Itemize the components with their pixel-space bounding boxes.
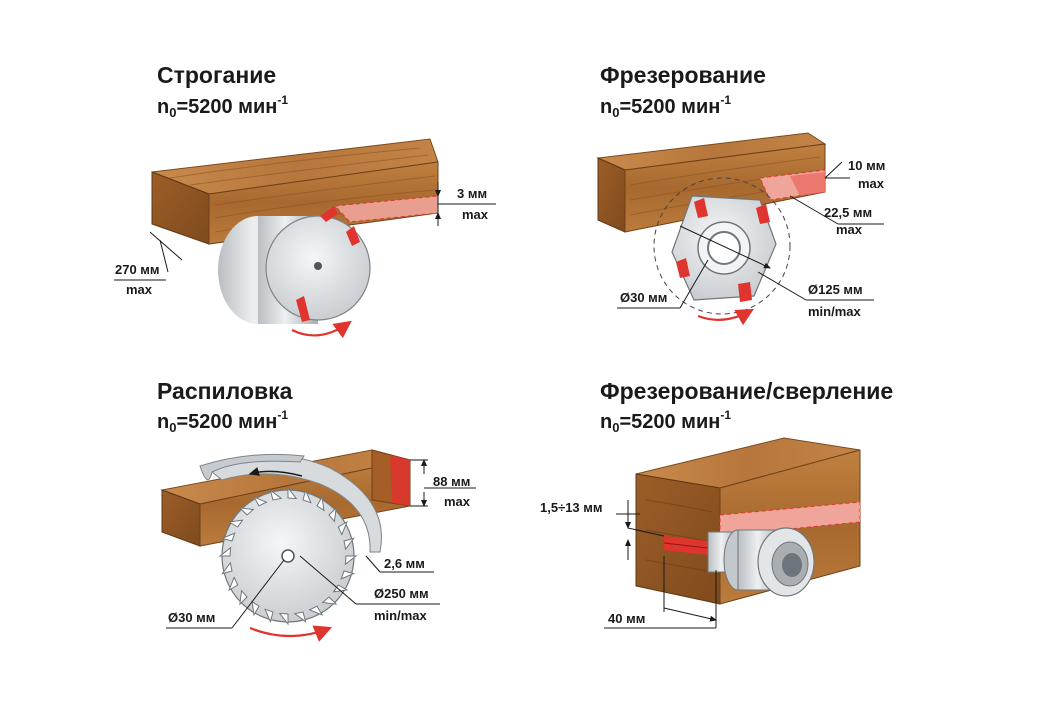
saw-tooth — [278, 612, 289, 626]
planing-depth-max: max — [462, 207, 489, 222]
sawing-diameter-range: min/max — [374, 608, 428, 623]
planing-width-max: max — [126, 282, 153, 297]
planing-width-label: 270 мм — [115, 262, 160, 277]
saw-tooth — [343, 537, 355, 551]
saw-tooth — [337, 520, 348, 536]
milling-speed: n0=5200 мин-1 — [600, 93, 732, 120]
saw-tooth — [221, 561, 233, 575]
saw-tooth — [308, 605, 324, 616]
saw-tooth — [220, 532, 236, 542]
milling-height-label: 22,5 мм — [824, 205, 872, 220]
milling-diameter-range: min/max — [808, 304, 862, 319]
saw-tooth — [251, 600, 260, 617]
sawing-kerf-label: 2,6 мм — [384, 556, 425, 571]
saw-tooth — [293, 611, 307, 623]
saw-tooth — [227, 519, 244, 528]
saw-tooth — [252, 496, 268, 507]
planing-illustration — [114, 138, 496, 339]
saw-tooth — [344, 555, 358, 566]
sawing-diameter-label: Ø250 мм — [374, 586, 429, 601]
milling-depth-label: 10 мм — [848, 158, 885, 173]
saw-tooth — [316, 495, 325, 512]
saw-tooth — [228, 576, 239, 592]
sawing-bore-label: Ø30 мм — [168, 610, 215, 625]
saw-tooth — [328, 506, 337, 523]
saw-tooth — [218, 546, 232, 557]
milling-height-max: max — [836, 222, 863, 237]
saw-tooth — [340, 570, 356, 580]
sawing-depth-max: max — [444, 494, 471, 509]
drilling-title: Фрезерование/сверление — [600, 378, 894, 404]
saw-tooth — [269, 489, 283, 501]
drilling-illustration — [604, 437, 861, 629]
saw-tooth — [264, 608, 274, 624]
drilling-depth-label: 40 мм — [608, 611, 645, 626]
sawing-illustration — [160, 449, 476, 642]
planing-depth-label: 3 мм — [457, 186, 487, 201]
milling-depth-max: max — [858, 176, 885, 191]
drilling-speed: n0=5200 мин-1 — [600, 408, 732, 435]
saw-tooth — [287, 486, 298, 500]
milling-diameter-label: Ø125 мм — [808, 282, 863, 297]
milling-title: Фрезерование — [600, 62, 766, 88]
saw-tooth — [238, 507, 255, 516]
planing-speed: n0=5200 мин-1 — [157, 93, 289, 120]
milling-illustration — [596, 132, 884, 326]
milling-bore-label: Ø30 мм — [620, 290, 667, 305]
saw-blade — [218, 486, 358, 626]
sawing-title: Распиловка — [157, 378, 293, 404]
drilling-shank-label: 1,5÷13 мм — [540, 500, 603, 515]
sawing-depth-label: 88 мм — [433, 474, 470, 489]
saw-tooth — [239, 589, 248, 606]
sawing-speed: n0=5200 мин-1 — [157, 408, 289, 435]
planing-title: Строгание — [157, 62, 277, 88]
saw-tooth — [321, 596, 338, 605]
saw-tooth — [302, 488, 312, 504]
